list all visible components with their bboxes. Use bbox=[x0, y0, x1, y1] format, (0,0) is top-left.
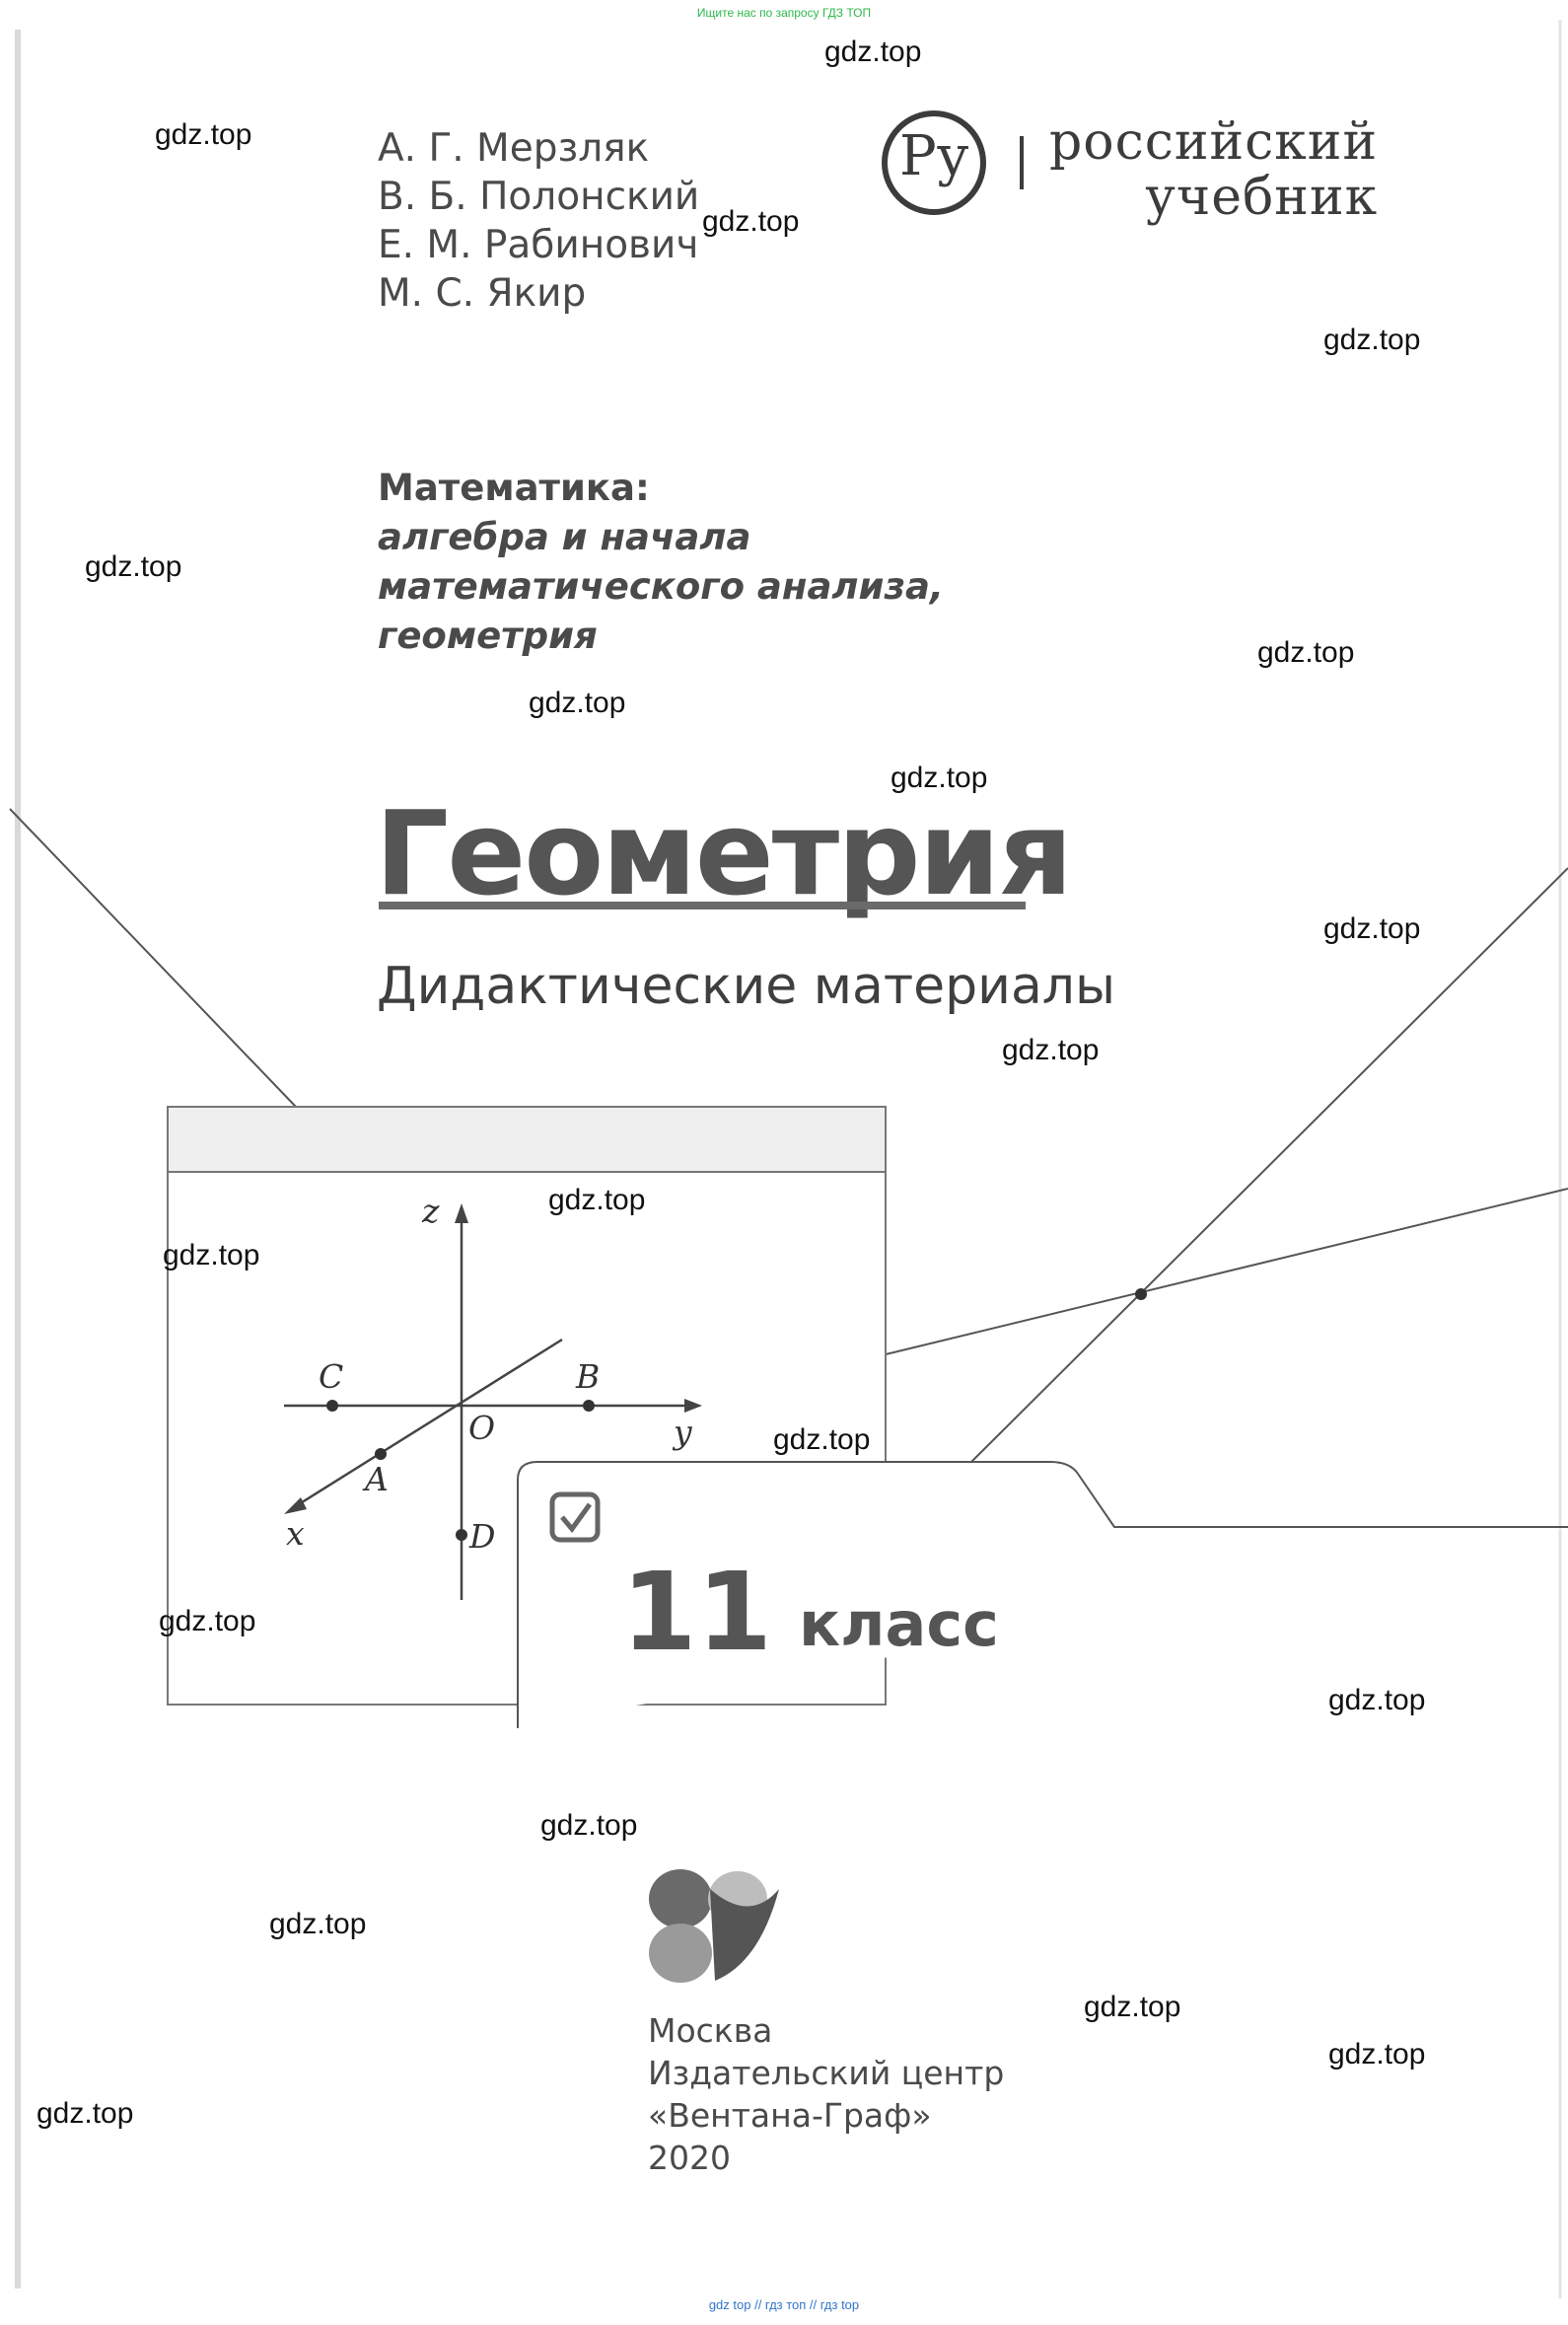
watermark: gdz.top bbox=[1002, 1034, 1100, 1066]
author: Е. М. Рабинович bbox=[378, 223, 699, 267]
diagonal-line-right bbox=[970, 867, 1568, 1463]
brand-logo-letters: Ру bbox=[899, 124, 969, 188]
label-c: C bbox=[319, 1357, 344, 1396]
series-line: Математика: bbox=[378, 467, 650, 509]
brand-logo-icon bbox=[882, 110, 986, 215]
publisher-city: Москва bbox=[648, 2011, 773, 2050]
watermark: gdz.top bbox=[1328, 1684, 1426, 1716]
back-frame-header bbox=[167, 1106, 887, 1173]
label-d: D bbox=[469, 1517, 496, 1556]
series-line: алгебра и начала bbox=[378, 516, 751, 558]
publisher-info: Москва Издательский центр «Вентана-Граф»… bbox=[648, 2009, 1004, 2179]
author: В. Б. Полонский bbox=[378, 175, 700, 219]
series-title: Математика: алгебра и начала математичес… bbox=[378, 464, 944, 661]
brand-line-2: учебник bbox=[1145, 168, 1379, 227]
series-line: математического анализа, bbox=[378, 565, 944, 608]
title-underline bbox=[379, 902, 1026, 909]
watermark: gdz.top bbox=[1323, 912, 1421, 945]
author: А. Г. Мерзляк bbox=[378, 126, 650, 171]
watermark: gdz.top bbox=[824, 36, 922, 68]
label-o: O bbox=[468, 1409, 496, 1447]
series-line: геометрия bbox=[378, 615, 598, 657]
publisher-name: Издательский центр bbox=[648, 2054, 1005, 2092]
watermark: gdz.top bbox=[163, 1239, 260, 1271]
watermark: gdz.top bbox=[548, 1184, 646, 1216]
point-a bbox=[375, 1448, 387, 1460]
watermark: gdz.top bbox=[269, 1908, 367, 1940]
watermark: gdz.top bbox=[1257, 636, 1355, 669]
intersection-point bbox=[1135, 1288, 1147, 1300]
bottom-note: gdz top // гдз топ // гдз top bbox=[708, 2297, 860, 2312]
tab-folder bbox=[517, 1461, 1568, 1728]
publisher-logo bbox=[649, 1869, 779, 1983]
authors-list: А. Г. Мерзляк В. Б. Полонский Е. М. Раби… bbox=[378, 124, 699, 318]
watermark: gdz.top bbox=[155, 118, 252, 151]
watermark: gdz.top bbox=[159, 1605, 256, 1637]
label-z: z bbox=[422, 1192, 440, 1230]
brand-line-1: российский bbox=[1049, 112, 1379, 172]
transversal-line bbox=[885, 1188, 1568, 1355]
watermark: gdz.top bbox=[85, 550, 182, 583]
top-note: Ищите нас по запросу ГДЗ ТОП bbox=[696, 6, 872, 20]
watermark: gdz.top bbox=[1084, 1991, 1181, 2023]
book-title: Геометрия bbox=[375, 785, 1073, 921]
label-x: x bbox=[286, 1514, 305, 1553]
point-d bbox=[456, 1529, 467, 1541]
grade-word: класс bbox=[799, 1588, 999, 1660]
watermark: gdz.top bbox=[1328, 2038, 1426, 2071]
brand-name: российский учебник bbox=[1049, 114, 1378, 225]
watermark: gdz.top bbox=[36, 2097, 134, 2130]
watermark: gdz.top bbox=[891, 762, 988, 794]
watermark: gdz.top bbox=[540, 1809, 638, 1842]
x-axis bbox=[290, 1338, 563, 1511]
grade-number: 11 bbox=[621, 1549, 773, 1675]
publisher-year: 2020 bbox=[648, 2139, 731, 2177]
check-icon bbox=[549, 1491, 601, 1543]
point-b bbox=[583, 1400, 595, 1412]
label-b: B bbox=[576, 1357, 601, 1396]
author: М. С. Якир bbox=[378, 271, 587, 316]
book-subtitle: Дидактические материалы bbox=[377, 957, 1116, 1016]
watermark: gdz.top bbox=[773, 1423, 871, 1456]
watermark: gdz.top bbox=[1323, 324, 1421, 356]
diagonal-line-left bbox=[9, 808, 297, 1108]
label-y: y bbox=[674, 1413, 692, 1451]
label-a: A bbox=[365, 1460, 389, 1498]
watermark: gdz.top bbox=[702, 205, 800, 238]
watermark: gdz.top bbox=[529, 687, 626, 719]
point-c bbox=[326, 1400, 338, 1412]
publisher-brand: «Вентана-Граф» bbox=[648, 2096, 932, 2135]
